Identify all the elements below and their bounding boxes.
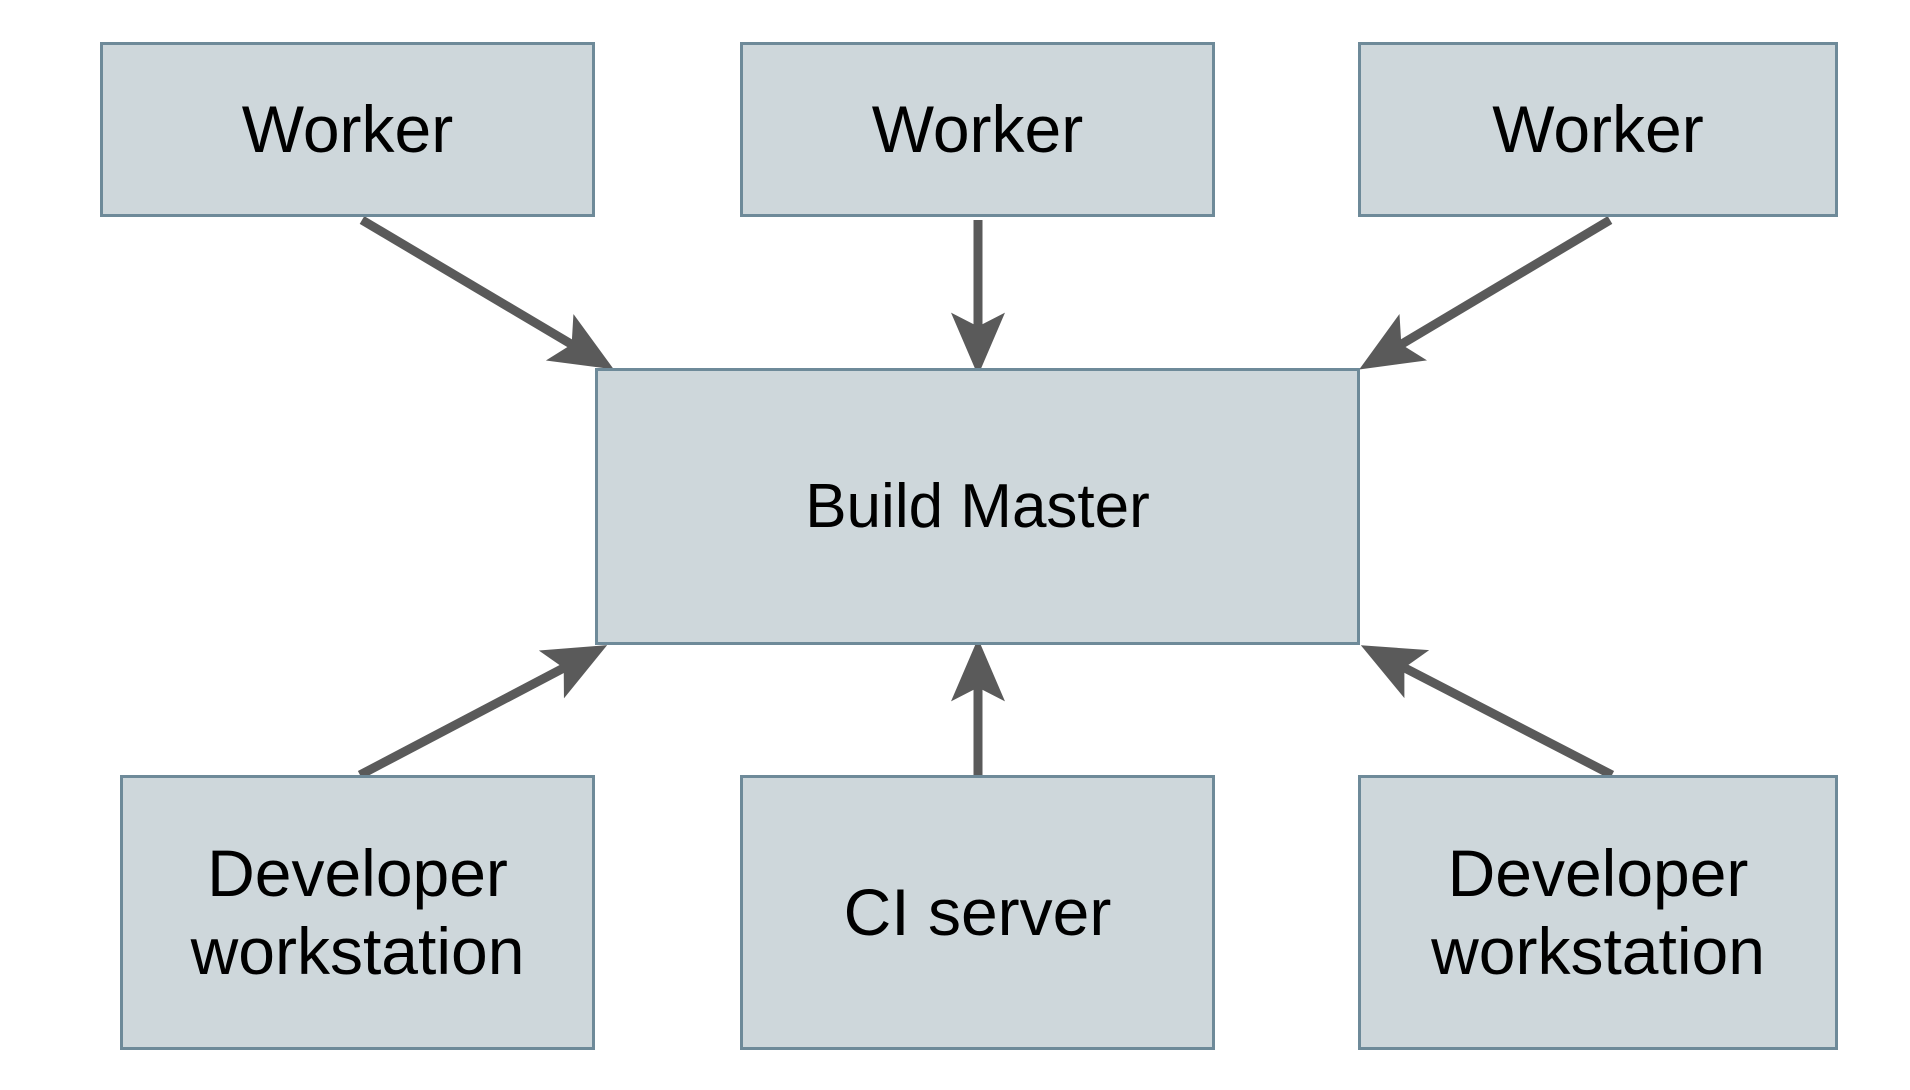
edge-worker-right-to-master xyxy=(1359,216,1613,370)
node-worker-center[interactable]: Worker xyxy=(740,42,1215,217)
edge-dev-left-to-master xyxy=(357,645,608,779)
node-ci-server[interactable]: CI server xyxy=(740,775,1215,1050)
edge-worker-left-to-master xyxy=(359,216,614,370)
node-developer-workstation-right[interactable]: Developer workstation xyxy=(1358,775,1838,1050)
node-worker-center-label: Worker xyxy=(871,91,1084,166)
node-developer-workstation-left[interactable]: Developer workstation xyxy=(120,775,595,1050)
node-worker-left-label: Worker xyxy=(241,91,454,166)
node-worker-right[interactable]: Worker xyxy=(1358,42,1838,217)
edge-dev-right-to-master xyxy=(1360,645,1615,779)
node-ci-server-label: CI server xyxy=(843,874,1112,949)
node-build-master[interactable]: Build Master xyxy=(595,368,1360,645)
node-build-master-label: Build Master xyxy=(805,471,1150,541)
node-worker-right-label: Worker xyxy=(1492,91,1704,166)
node-developer-workstation-left-label: Developer workstation xyxy=(190,835,525,988)
node-developer-workstation-right-label: Developer workstation xyxy=(1431,835,1765,988)
node-worker-left[interactable]: Worker xyxy=(100,42,595,217)
